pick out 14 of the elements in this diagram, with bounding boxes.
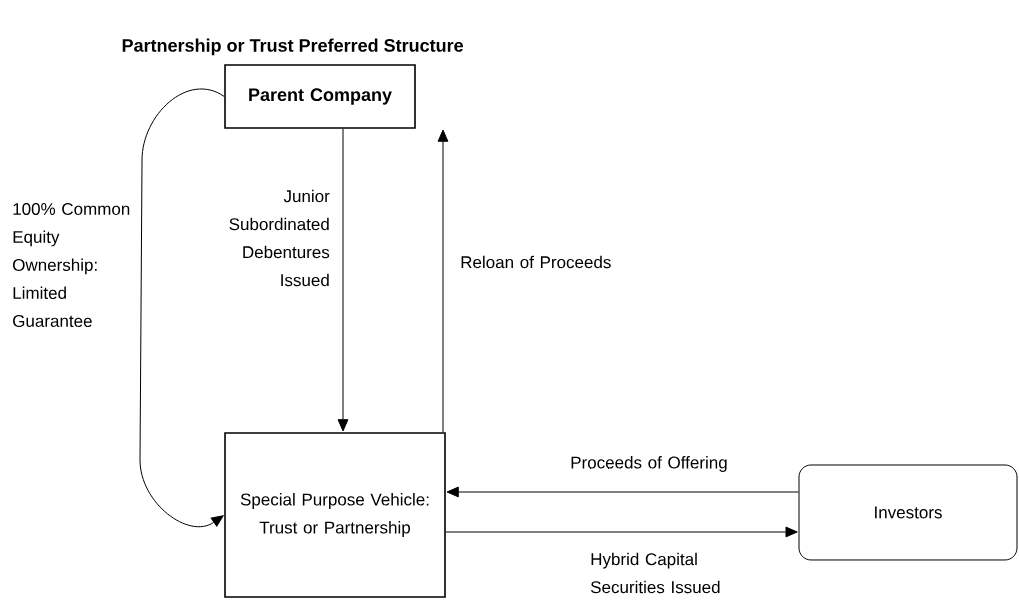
arrow bbox=[445, 526, 798, 538]
arrow bbox=[139, 88, 225, 528]
process-box: Special Purpose Vehicle: Trust or Partnership bbox=[224, 432, 446, 598]
process-box: Parent Company bbox=[224, 64, 416, 129]
title: Partnership or Trust Preferred Structure bbox=[122, 38, 463, 56]
edge-label: Hybrid Capital Securities Issued bbox=[591, 552, 720, 594]
edge-label: 100% Common Equity Ownership: Limited Guarantee bbox=[13, 202, 130, 327]
arrow bbox=[437, 129, 449, 433]
edge-label: Proceeds of Offering bbox=[571, 456, 727, 472]
arrow bbox=[446, 486, 799, 498]
arrow bbox=[337, 128, 349, 432]
rounded-box: Investors bbox=[798, 464, 1018, 561]
edge-label: Reloan of Proceeds bbox=[461, 255, 611, 269]
edge-label: Junior Subordinated Debentures Issued bbox=[229, 189, 330, 287]
